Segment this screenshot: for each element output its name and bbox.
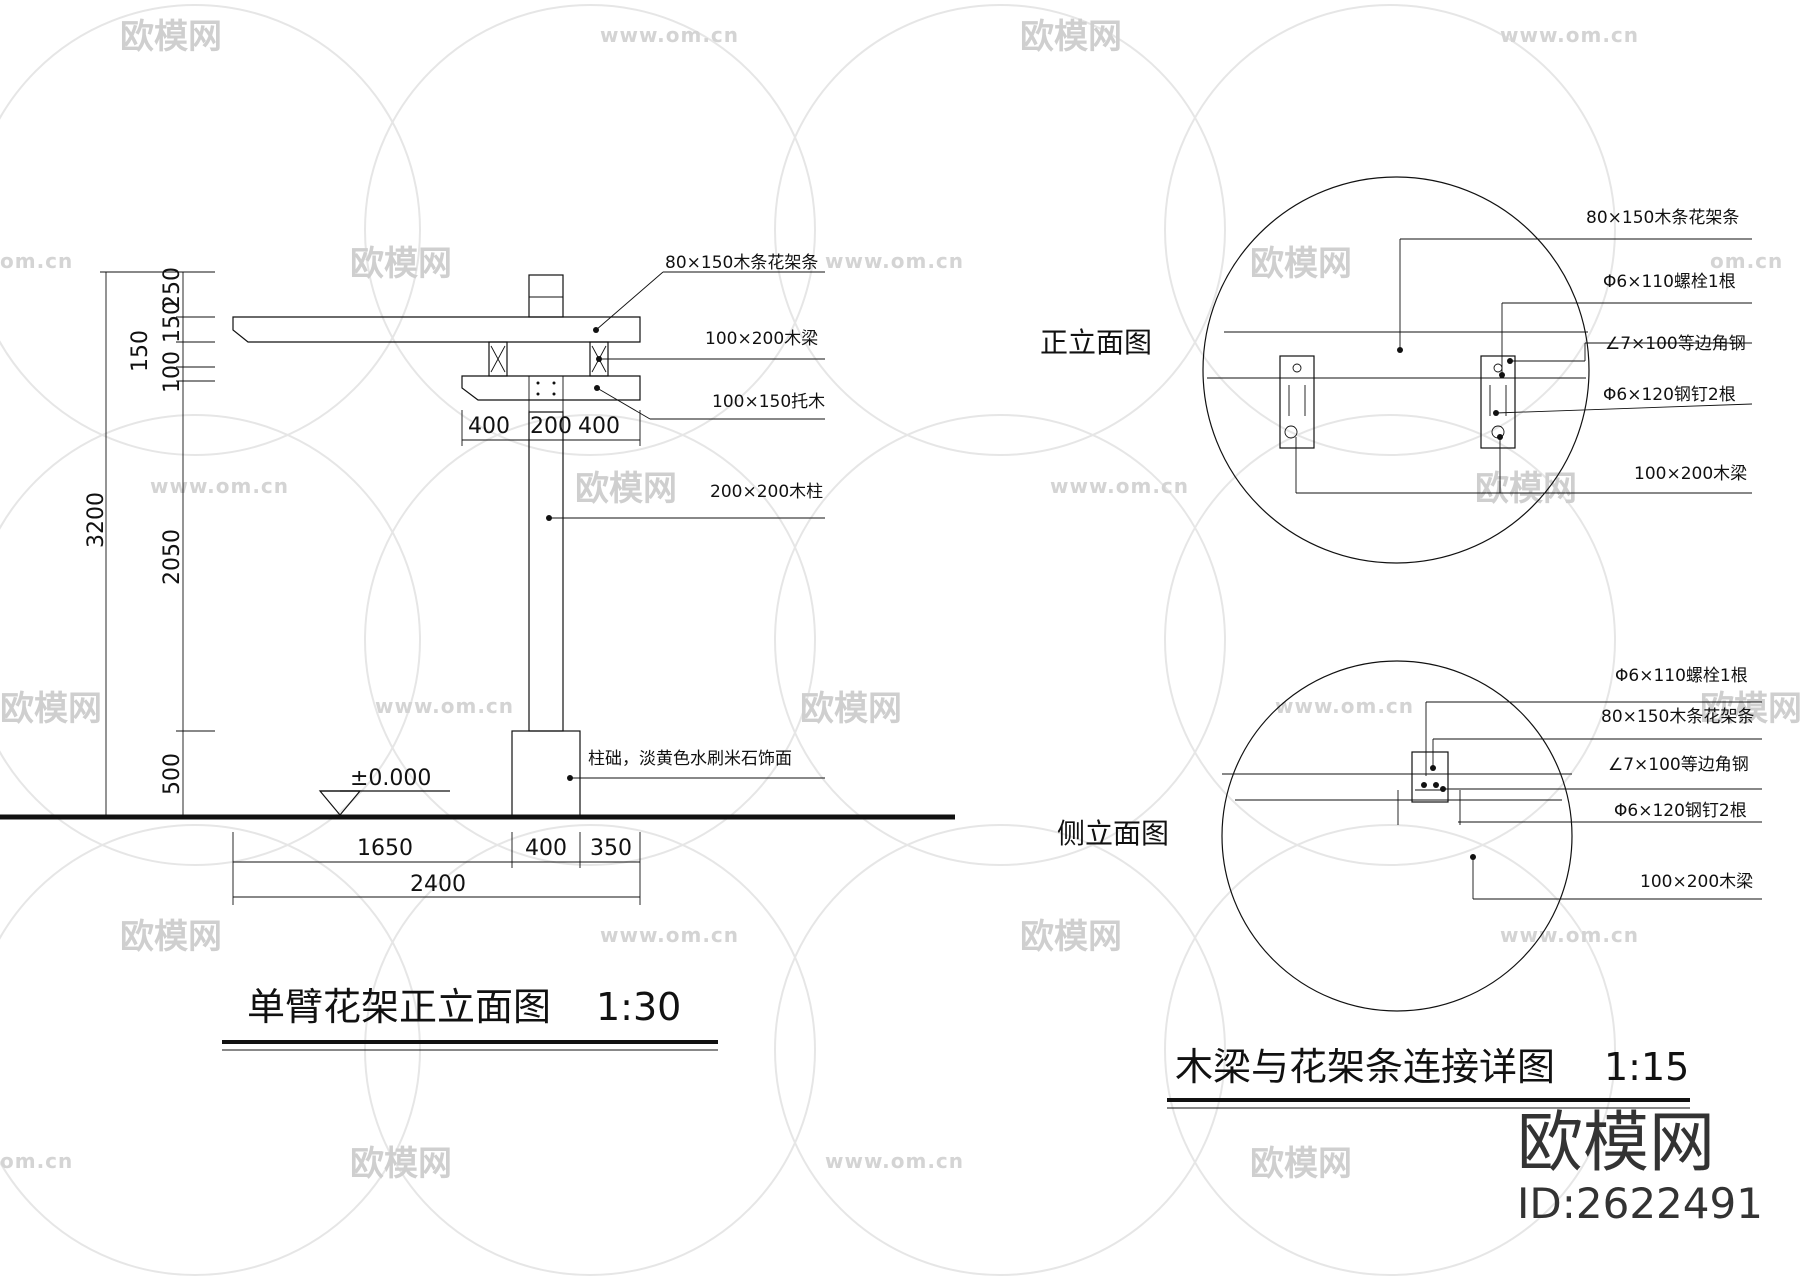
dimension-bottom: 1650 400 350 2400 (232, 832, 641, 905)
watermark-brand: 欧模网 (1020, 17, 1122, 57)
watermark-url: www.om.cn (150, 474, 289, 498)
watermark-brand: 欧模网 (120, 917, 222, 957)
watermark-brand-row-2: om.cn 欧模网 www.om.cn 欧模网 om.cn (0, 244, 1783, 284)
watermark-url: www.om.cn (375, 694, 514, 718)
front-detail-circle (1202, 176, 1590, 564)
watermark-url: www.om.cn (825, 1149, 964, 1173)
side-view-detail: 侧立面图 Φ6×110螺栓1根 80×150木条花架条 ∠7×100等边角钢 Φ… (1057, 660, 1762, 1012)
front-view-label: 正立面图 (1040, 326, 1152, 359)
elevation-callouts: 80×150木条花架条 100×200木梁 100×150托木 200×200木… (546, 253, 825, 781)
dim-100: 100 (160, 351, 185, 393)
brand-stamp: 欧模网 ID:2622491 (1517, 1104, 1763, 1228)
detail-title: 木梁与花架条连接详图 (1175, 1045, 1555, 1089)
watermark-url: www.om.cn (1275, 694, 1414, 718)
watermark-brand: 欧模网 (1475, 469, 1577, 509)
elevation-title: 单臂花架正立面图 (247, 985, 551, 1029)
callout-base: 柱础，淡黄色水刷米石饰面 (588, 749, 792, 769)
dim-200: 200 (530, 414, 572, 439)
watermark-brand: 欧模网 (575, 469, 677, 509)
watermark-brand-row-6: om.cn 欧模网 www.om.cn 欧模网 (0, 1144, 1352, 1184)
dim-400-left: 400 (468, 414, 510, 439)
side-callout-beam: 100×200木梁 (1640, 872, 1753, 892)
column-top (528, 274, 564, 318)
watermark-brand-row-5: 欧模网 www.om.cn 欧模网 www.om.cn (120, 917, 1639, 957)
rafter (232, 316, 641, 343)
front-callout-bolt: Φ6×110螺栓1根 (1603, 272, 1736, 292)
dim-150-outer: 150 (128, 330, 153, 372)
watermark-brand: 欧模网 (350, 244, 452, 284)
dim-2050: 2050 (160, 529, 185, 585)
watermark-url: www.om.cn (1500, 923, 1639, 947)
watermark-url-short: om.cn (1710, 249, 1783, 273)
side-detail-circle (1221, 660, 1573, 1012)
watermark-url: www.om.cn (825, 249, 964, 273)
side-callout-rafter: 80×150木条花架条 (1601, 707, 1754, 727)
watermark-brand: 欧模网 (1700, 689, 1800, 729)
dimension-left: 3200 250 150 150 100 2050 500 (84, 267, 215, 818)
side-rafter-section (1411, 751, 1449, 803)
dim-150: 150 (160, 301, 185, 343)
side-callout-nail: Φ6×120钢钉2根 (1614, 801, 1747, 821)
watermark-url: www.om.cn (600, 23, 739, 47)
front-callout-beam: 100×200木梁 (1634, 464, 1747, 484)
dim-3200: 3200 (84, 492, 109, 548)
side-callout-bolt: Φ6×110螺栓1根 (1615, 666, 1748, 686)
dimension-bracket: 400 200 400 (461, 410, 641, 446)
bracket (461, 375, 641, 401)
column-base (511, 730, 581, 818)
connection-detail: 正立面图 80×150木条花架条 Φ6×110螺栓1根 ∠7×100等边角钢 (1040, 176, 1762, 1109)
watermark-url-short: om.cn (0, 249, 73, 273)
wood-column (528, 411, 564, 732)
dim-500: 500 (160, 753, 185, 795)
dim-2400: 2400 (410, 872, 466, 897)
level-marker: ±0.000 (318, 766, 450, 816)
dim-350: 350 (590, 836, 632, 861)
watermark-url: www.om.cn (600, 923, 739, 947)
pergola-elevation: ±0.000 80×150木条花架条 100×200木梁 (0, 253, 955, 1051)
detail-title-block: 木梁与花架条连接详图 1:15 (1167, 1045, 1690, 1109)
callout-column: 200×200木柱 (710, 482, 823, 502)
side-callout-angle: ∠7×100等边角钢 (1608, 755, 1749, 775)
side-view-label: 侧立面图 (1057, 817, 1169, 850)
watermark-url: www.om.cn (1050, 474, 1189, 498)
level-label: ±0.000 (350, 766, 431, 791)
front-beam-left (1279, 355, 1315, 449)
dim-250: 250 (160, 267, 185, 309)
watermark-brand: 欧模网 (350, 1144, 452, 1184)
elevation-title-block: 单臂花架正立面图 1:30 (222, 985, 718, 1051)
detail-scale: 1:15 (1604, 1045, 1689, 1089)
brand-stamp-id: ID:2622491 (1517, 1179, 1763, 1228)
elevation-scale: 1:30 (596, 985, 681, 1029)
watermark-brand: 欧模网 (0, 689, 102, 729)
watermark-url: www.om.cn (1500, 23, 1639, 47)
front-beam-right (1480, 355, 1516, 449)
front-callout-angle: ∠7×100等边角钢 (1605, 334, 1746, 354)
front-view-detail: 正立面图 80×150木条花架条 Φ6×110螺栓1根 ∠7×100等边角钢 (1040, 176, 1753, 564)
callout-beam: 100×200木梁 (705, 329, 818, 349)
watermark-brand: 欧模网 (1250, 244, 1352, 284)
watermark-brand-row-4: 欧模网 www.om.cn 欧模网 www.om.cn 欧模网 (0, 689, 1800, 729)
callout-rafter: 80×150木条花架条 (665, 253, 818, 273)
watermark-brand-row-1: 欧模网 www.om.cn 欧模网 www.om.cn (120, 17, 1639, 57)
dim-1650: 1650 (357, 836, 413, 861)
watermark-brand: 欧模网 (1250, 1144, 1352, 1184)
watermark-brand: 欧模网 (120, 17, 222, 57)
callout-bracket: 100×150托木 (712, 392, 825, 412)
watermark-brand-row-3: www.om.cn 欧模网 www.om.cn 欧模网 (150, 469, 1577, 509)
dim-400-right: 400 (578, 414, 620, 439)
watermark-brand: 欧模网 (800, 689, 902, 729)
watermark-url-short: om.cn (0, 1149, 73, 1173)
brand-stamp-logo: 欧模网 (1517, 1104, 1715, 1181)
front-callout-rafter: 80×150木条花架条 (1586, 208, 1739, 228)
dim-400: 400 (525, 836, 567, 861)
front-callout-nail: Φ6×120钢钉2根 (1603, 385, 1736, 405)
watermark-brand: 欧模网 (1020, 917, 1122, 957)
